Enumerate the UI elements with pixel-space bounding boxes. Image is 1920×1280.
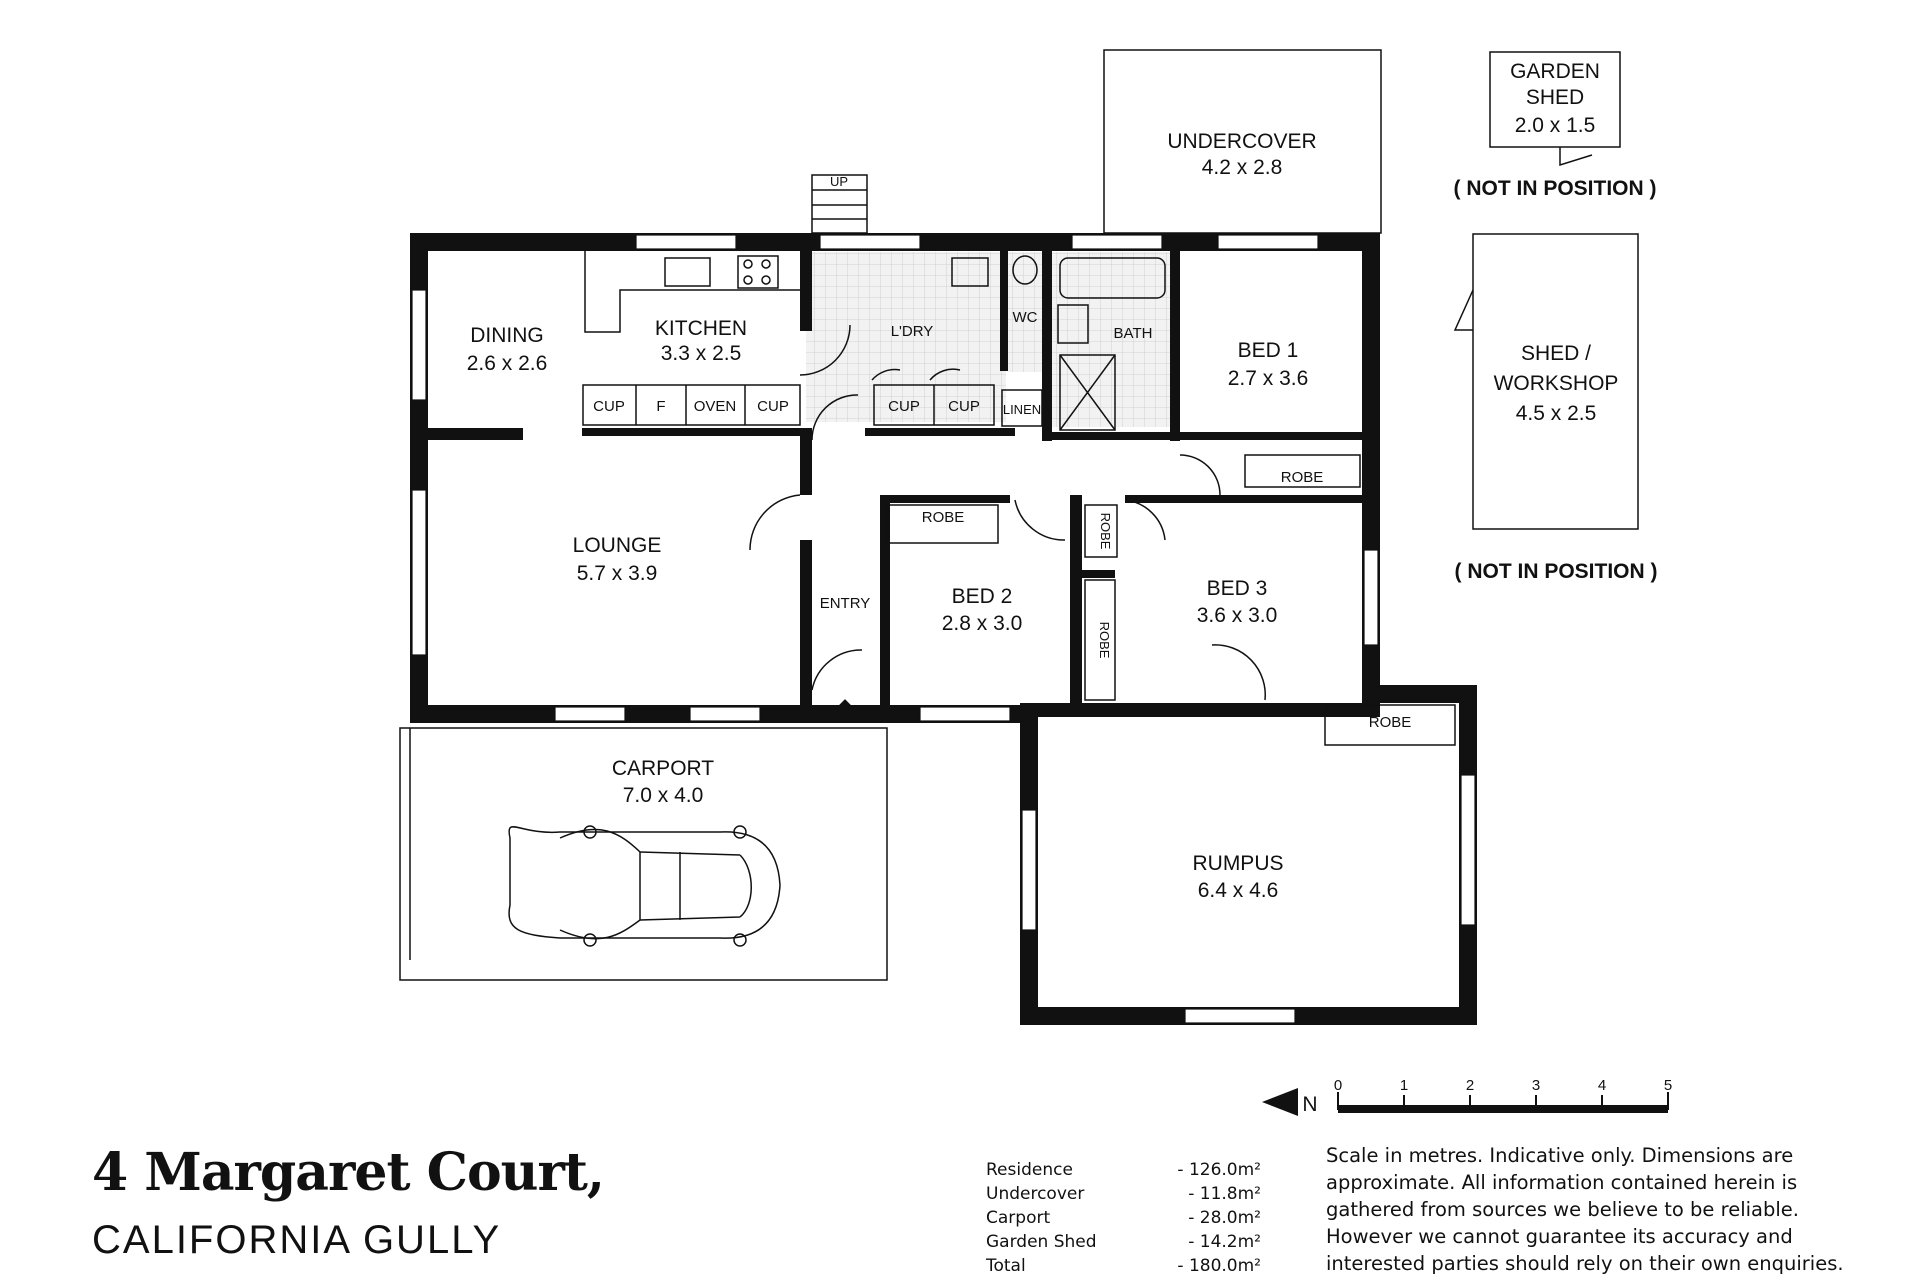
oven-label: OVEN — [694, 398, 737, 415]
area-name: Garden Shed — [986, 1232, 1097, 1252]
cup-label-4: CUP — [948, 398, 980, 415]
car-icon — [508, 825, 781, 947]
laundry-label: L'DRY — [891, 323, 934, 340]
garden-shed-door — [1559, 147, 1593, 167]
up-label: UP — [830, 174, 848, 189]
robes — [887, 454, 1456, 746]
shed-workshop-outline — [1472, 233, 1639, 530]
scale-tick-2: 2 — [1466, 1077, 1474, 1094]
scale-tick-5: 5 — [1664, 1077, 1672, 1094]
scale-tick-4: 4 — [1598, 1077, 1606, 1094]
interior-walls — [428, 251, 1362, 705]
fridge-label: F — [656, 398, 665, 415]
area-row-total: Total - 180.0m² — [986, 1254, 1261, 1278]
disclaimer-text: Scale in metres. Indicative only. Dimens… — [1326, 1144, 1844, 1275]
robe-label-hall: ROBE — [1098, 513, 1113, 550]
laundry-tile-floor — [806, 252, 1006, 422]
carport-label: CARPORT — [612, 757, 714, 780]
shed-workshop-label-1: SHED / — [1521, 342, 1591, 365]
carport-outline — [399, 727, 888, 981]
area-value: - 14.2m² — [1188, 1232, 1261, 1252]
area-value: - 126.0m² — [1177, 1160, 1261, 1180]
bathroom-fixtures — [951, 255, 1166, 431]
bath-label: BATH — [1114, 325, 1153, 342]
area-value: - 28.0m² — [1188, 1208, 1261, 1228]
cup-label-1: CUP — [593, 398, 625, 415]
wc-label: WC — [1013, 309, 1038, 326]
north-label: N — [1302, 1093, 1317, 1116]
property-suburb: CALIFORNIA GULLY — [92, 1218, 502, 1262]
shed-workshop-note: ( NOT IN POSITION ) — [1455, 560, 1658, 583]
bed2-label: BED 2 — [952, 585, 1013, 608]
area-name: Total — [986, 1256, 1026, 1276]
robe-label-bed3: ROBE — [1097, 622, 1112, 659]
robe-label-bed2: ROBE — [922, 509, 965, 526]
garden-shed-outline — [1489, 51, 1621, 148]
garden-shed-label-1: GARDEN — [1510, 60, 1600, 83]
lounge-dims: 5.7 x 3.9 — [577, 562, 658, 585]
area-row-undercover: Undercover - 11.8m² — [986, 1182, 1261, 1206]
bed2-dims: 2.8 x 3.0 — [942, 612, 1023, 635]
scale-tick-3: 3 — [1532, 1077, 1540, 1094]
scale-tick-0: 0 — [1334, 1077, 1342, 1094]
undercover-label: UNDERCOVER — [1167, 130, 1316, 153]
rumpus-dims: 6.4 x 4.6 — [1198, 879, 1279, 902]
garden-shed-label-2: SHED — [1526, 86, 1584, 109]
undercover-dims: 4.2 x 2.8 — [1202, 156, 1283, 179]
bed3-dims: 3.6 x 3.0 — [1197, 604, 1278, 627]
area-row-carport: Carport - 28.0m² — [986, 1206, 1261, 1230]
entry-arrow-icon — [833, 699, 857, 718]
garden-shed-note: ( NOT IN POSITION ) — [1454, 177, 1657, 200]
scale-tick-1: 1 — [1400, 1077, 1408, 1094]
linen-label: LINEN — [1003, 402, 1041, 417]
robe-label-bed1: ROBE — [1281, 469, 1324, 486]
area-row-residence: Residence - 126.0m² — [986, 1158, 1261, 1182]
door-swings — [749, 324, 1267, 701]
area-name: Undercover — [986, 1184, 1085, 1204]
property-address: 4 Margaret Court, — [92, 1142, 605, 1203]
lounge-label: LOUNGE — [573, 534, 662, 557]
cup-label-3: CUP — [888, 398, 920, 415]
kitchen-label: KITCHEN — [655, 317, 747, 340]
dining-label: DINING — [470, 324, 544, 347]
bed1-label: BED 1 — [1238, 339, 1299, 362]
kitchen-dims: 3.3 x 2.5 — [661, 342, 742, 365]
windows — [411, 234, 1476, 1024]
stairs — [811, 174, 868, 234]
bath-tile-floor — [1052, 252, 1172, 427]
bed3-label: BED 3 — [1207, 577, 1268, 600]
carport-dims: 7.0 x 4.0 — [623, 784, 704, 807]
area-name: Carport — [986, 1208, 1051, 1228]
shed-workshop-label-2: WORKSHOP — [1494, 372, 1619, 395]
cup-label-2: CUP — [757, 398, 789, 415]
area-name: Residence — [986, 1160, 1073, 1180]
area-value: - 180.0m² — [1177, 1256, 1261, 1276]
rumpus-label: RUMPUS — [1192, 852, 1283, 875]
robe-label-rumpus: ROBE — [1369, 714, 1412, 731]
scale-bar — [1337, 1092, 1669, 1113]
area-row-garden-shed: Garden Shed - 14.2m² — [986, 1230, 1261, 1254]
entry-label: ENTRY — [820, 595, 871, 612]
area-value: - 11.8m² — [1188, 1184, 1261, 1204]
garden-shed-dims: 2.0 x 1.5 — [1515, 114, 1596, 137]
north-arrow-icon — [1262, 1088, 1298, 1116]
kitchen-benches — [582, 251, 1043, 427]
area-schedule: Residence - 126.0m² Undercover - 11.8m² Ca… — [986, 1158, 1261, 1278]
shed-door — [1453, 289, 1474, 331]
bed1-dims: 2.7 x 3.6 — [1228, 367, 1309, 390]
shed-workshop-dims: 4.5 x 2.5 — [1516, 402, 1597, 425]
dining-dims: 2.6 x 2.6 — [467, 352, 548, 375]
